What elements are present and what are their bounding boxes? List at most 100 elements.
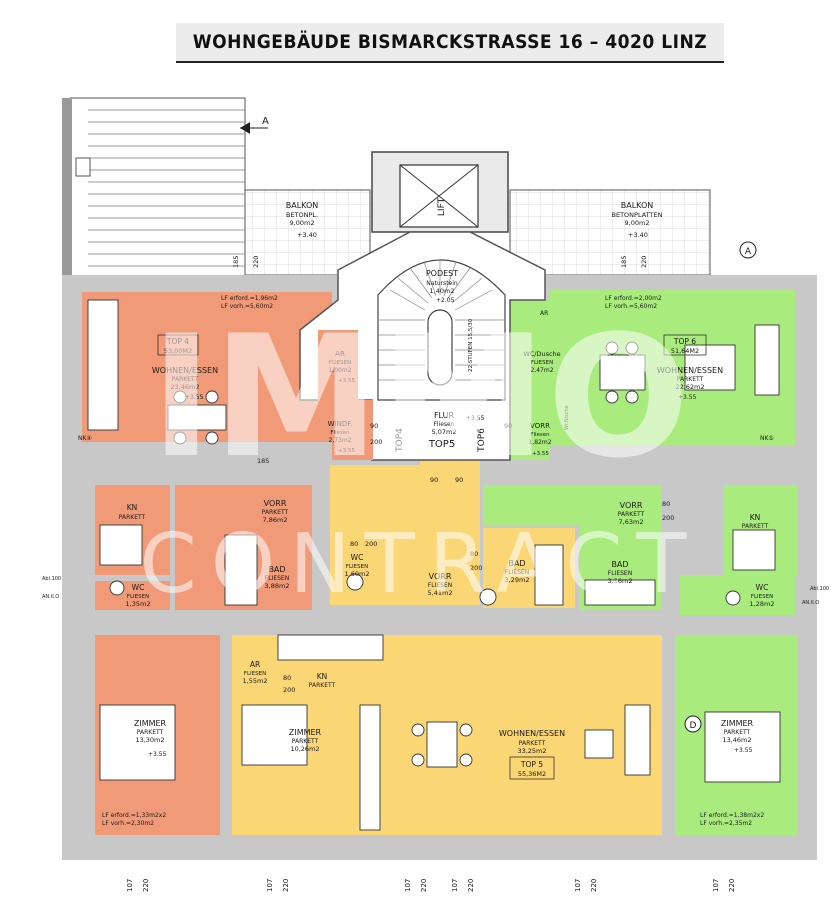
top4-windf-name: WINDF. <box>328 420 353 428</box>
axis-d-label: D <box>690 721 697 731</box>
nk-right: NK⑤ <box>760 435 774 442</box>
top6-wc-floor: FLIESEN <box>751 594 773 600</box>
top5-vorr-area: 5,41m2 <box>428 589 453 597</box>
lf-top4-1: LF erford.=1,96m2 <box>221 295 278 302</box>
dim-b220b: 220 <box>640 256 648 268</box>
nk-left: NK④ <box>78 435 92 442</box>
section-arrow-head <box>240 122 250 134</box>
top4-bad-floor: FLIESEN <box>265 575 289 582</box>
top5-label: TOP 5 <box>520 760 543 769</box>
title-banner: WOHNGEBÄUDE BISMARCKSTRASSE 16 – 4020 LI… <box>176 23 724 63</box>
top4-bad-name: BAD <box>268 565 285 574</box>
lift-label: LIFT <box>437 197 447 216</box>
lf-top4-2: LF vorh.=5,60m2 <box>221 303 273 310</box>
level-windf: +3.55 <box>338 448 355 454</box>
abl-left-2: AN.II.O <box>42 594 59 600</box>
top5-wohnen-area: 33,25m2 <box>517 747 546 755</box>
abl-right-2: AN.II.O <box>802 600 819 606</box>
section-mark: A <box>262 116 269 127</box>
top6-vorr-small-floor: Fliesen <box>530 432 550 438</box>
abl-left-1: Abl.100 <box>42 576 61 582</box>
top4-wohnen-floor: PARKETT <box>172 376 199 383</box>
bottom-dim: 220 <box>590 879 598 892</box>
bottom-dim: 107 <box>712 879 720 892</box>
top6-vorr-area: 7,63m2 <box>619 518 644 526</box>
axis-a-marker <box>739 241 757 259</box>
top6-wcdusche-name: WC/Dusche <box>523 350 560 358</box>
dim-d90a: 90 <box>430 476 438 484</box>
top4-vorr-area: 7,86m2 <box>263 516 288 524</box>
top4-ar-area: 1,00m2 <box>328 367 351 374</box>
dim-d90b: 90 <box>455 476 463 484</box>
top6-bad-name: BAD <box>611 560 628 569</box>
top6-bad-area: 3,36m2 <box>608 577 633 585</box>
top5-wc-floor: FLIESEN <box>346 564 368 570</box>
top6-area: 51,64M2 <box>671 347 699 355</box>
top6-wc-name: WC <box>756 583 769 592</box>
dim-b80: 80 <box>470 550 478 558</box>
top6-zimmer-name: ZIMMER <box>721 719 754 728</box>
top6-wc-area: 1,28m2 <box>750 600 775 608</box>
roof-stair-element <box>69 97 246 277</box>
podest-floor: Naturstein <box>426 280 458 287</box>
level-vorr6: +3.55 <box>532 451 549 457</box>
balcony-right <box>509 189 711 276</box>
balkon-left-floor: BETONPL. <box>286 211 318 219</box>
top6-bad-floor: FLIESEN <box>608 570 632 577</box>
top6-vorr-floor: PARKETT <box>618 511 645 518</box>
top4-area: 53,00M2 <box>164 347 192 355</box>
level-balkon-right: +3.40 <box>628 231 648 239</box>
dim-b185a: 185 <box>232 256 240 268</box>
chimney <box>75 157 91 177</box>
top6-nische: Wr.Nische <box>564 405 570 430</box>
bottom-dims: 107 220 107 220 107 220 107 220 107 220 … <box>126 879 736 892</box>
top6-zimmer-area: 13,46m2 <box>722 736 751 744</box>
top5-vorr-floor: FLIESEN <box>428 582 452 589</box>
stair-eye <box>427 309 453 386</box>
top6-wohnen-area: 22,62m2 <box>675 383 704 391</box>
top4-wc-area: 1,35m2 <box>126 600 151 608</box>
room-labels: LIFT BALKON BETONPL. 9,00m2 +3.40 BALKON… <box>42 197 829 827</box>
balkon-right-name: BALKON <box>621 201 654 210</box>
top4-wc-floor: FLIESEN <box>127 594 149 600</box>
top4-vorr-floor: PARKETT <box>262 509 289 516</box>
podest-name: PODEST <box>426 269 458 278</box>
top4-zimmer-area: 13,30m2 <box>135 736 164 744</box>
podest-area: 1,40m2 <box>430 287 455 295</box>
top6-kn-name: KN <box>750 513 761 522</box>
roof-wall <box>62 98 72 276</box>
top4-bad-area: 3,88m2 <box>265 582 290 590</box>
flur-area: 5,07m2 <box>432 428 457 436</box>
top5-ar-area: 1,55m2 <box>243 677 268 685</box>
top6-label: TOP 6 <box>673 337 696 346</box>
bottom-dim: 220 <box>728 879 736 892</box>
dim-v6a: 80 <box>662 500 670 508</box>
level-top6: +3.55 <box>678 394 697 401</box>
flur-name: FLUR <box>434 411 455 420</box>
level-balkon-left: +3.40 <box>297 231 317 239</box>
top6-wcdusche-area: 2,47m2 <box>530 367 553 374</box>
bottom-dim: 107 <box>404 879 412 892</box>
abl-right-1: Abl.100 <box>810 586 829 592</box>
balkon-right-area: 9,00m2 <box>625 219 650 227</box>
top5-zimmer-name: ZIMMER <box>289 728 322 737</box>
watermark-line2: CONTRACT <box>140 517 701 612</box>
top5-zimmer-area: 10,26m2 <box>290 745 319 753</box>
interior-walls <box>82 442 797 835</box>
bottom-dim: 220 <box>420 879 428 892</box>
lf-zimmer6-1: LF erford.=1,38m2x2 <box>700 812 764 819</box>
top6-wohnen-floor: PARKETT <box>677 376 704 383</box>
top4-ar-room <box>318 330 358 400</box>
bottom-dim: 107 <box>451 879 459 892</box>
dim-wc80: 80 <box>350 540 358 548</box>
top4-zimmer-name: ZIMMER <box>134 719 167 728</box>
top6-wcdusche-floor: FLIESEN <box>531 360 553 366</box>
bottom-dim: 220 <box>467 879 475 892</box>
top4-windf-floor: Fliesen <box>330 430 350 436</box>
level-ar4: +3.55 <box>338 378 355 384</box>
level-zimmer6: +3.55 <box>734 747 753 754</box>
bottom-dim: 107 <box>266 879 274 892</box>
bottom-dim: 107 <box>574 879 582 892</box>
top5-kn-floor: PARKETT <box>309 682 336 689</box>
top5-wohnen-name: WOHNEN/ESSEN <box>499 729 565 738</box>
